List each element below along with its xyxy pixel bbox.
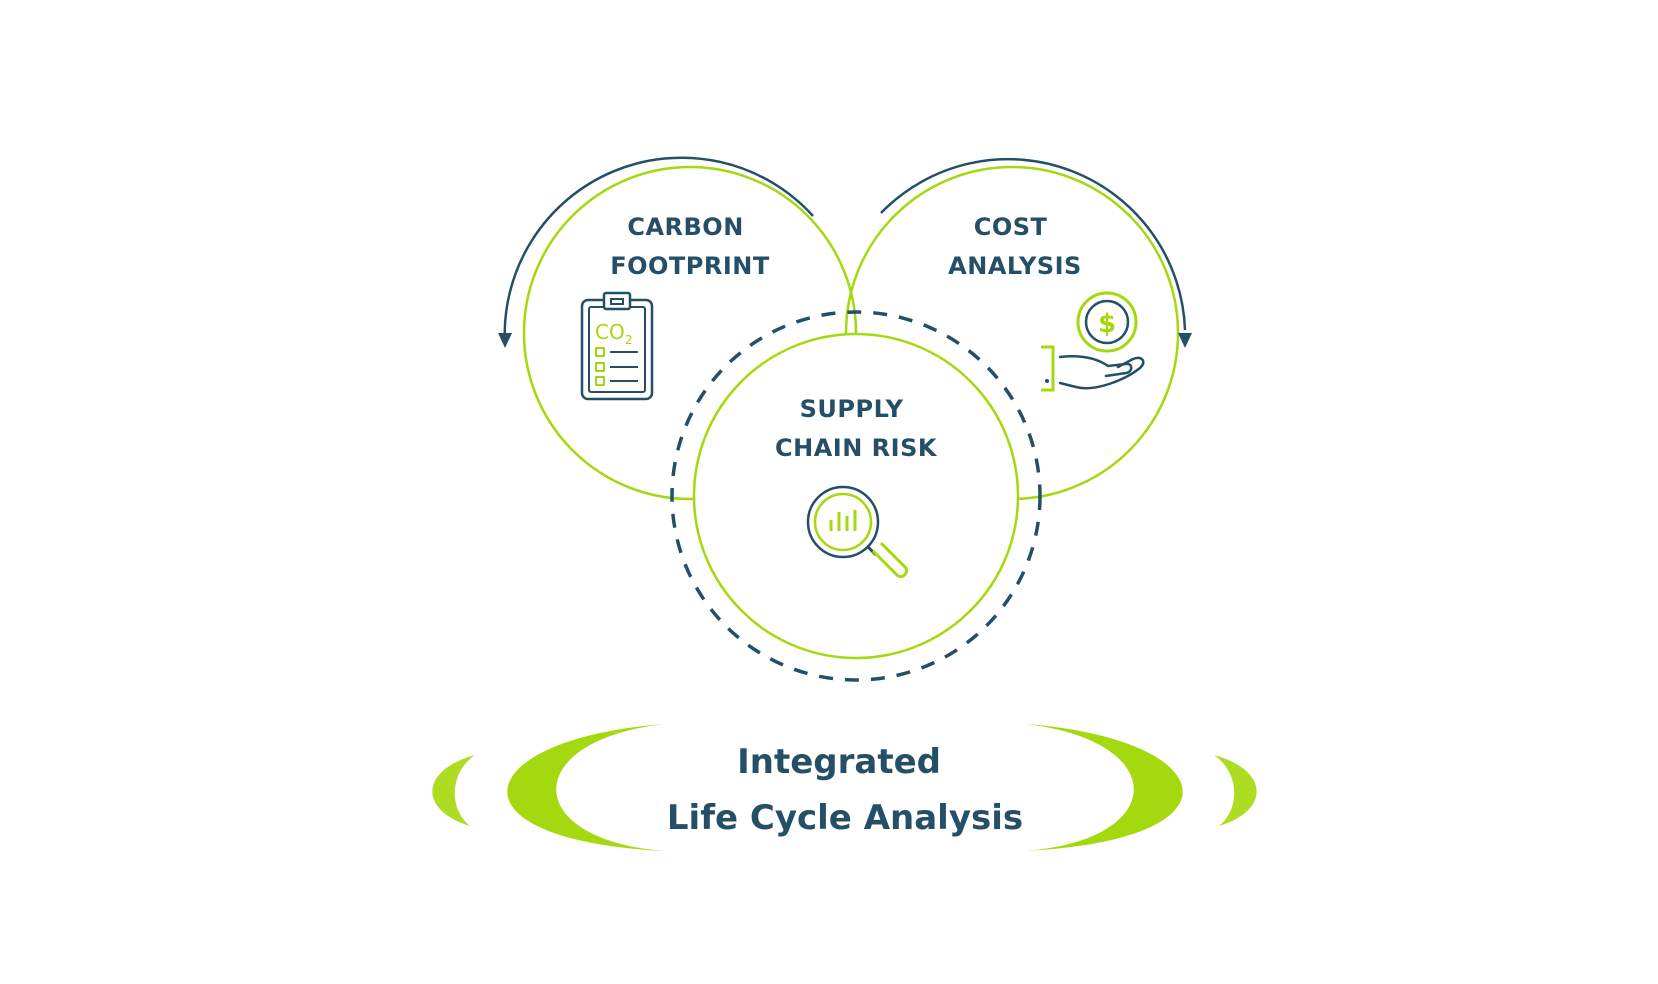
carbon-arrowhead-icon — [498, 333, 512, 348]
carbon-label-line2: FOOTPRINT — [610, 252, 770, 280]
integrated-swoosh — [432, 724, 1257, 851]
co2-text: CO — [595, 320, 625, 344]
dollar-sign-text: $ — [1098, 309, 1116, 339]
supply-chain-node: SUPPLY CHAIN RISK — [670, 310, 1042, 682]
co2-clipboard-icon: CO 2 — [580, 291, 654, 401]
swoosh-left-main — [507, 724, 665, 851]
diagram-title-line2: Life Cycle Analysis — [667, 798, 1023, 838]
swoosh-left-small — [432, 755, 475, 826]
swoosh-right-small — [1214, 755, 1257, 826]
svg-text:Integrated Life Cycle Anal: Integrated Life Cycle Analysis — [667, 742, 1023, 838]
diagram-title-line1: Integrated — [737, 742, 941, 782]
cost-arrowhead-icon — [1178, 333, 1192, 348]
carbon-cycle-arrow — [503, 156, 814, 346]
carbon-label-line1: CARBON — [627, 213, 743, 241]
magnifier-chart-icon — [806, 485, 909, 579]
svg-text:SUPPLY CHAIN RISK: SUPPLY CHAIN RISK — [775, 395, 938, 462]
svg-text:COST ANALYSIS: COST ANALYSIS — [948, 213, 1082, 280]
cost-label-line1: COST — [974, 213, 1048, 241]
cost-analysis-node: COST ANALYSIS $ — [844, 157, 1192, 501]
supply-label-line2: CHAIN RISK — [775, 434, 938, 462]
supply-chain-dashed-ring — [670, 310, 1042, 682]
cost-cycle-arrow — [880, 157, 1187, 331]
swoosh-right-main — [1025, 724, 1183, 851]
co2-subscript: 2 — [625, 333, 633, 347]
dollar-hand-icon: $ — [1041, 291, 1145, 392]
carbon-footprint-node: CARBON FOOTPRINT CO 2 — [498, 156, 858, 501]
supply-label-line1: SUPPLY — [800, 395, 904, 423]
cost-label-line2: ANALYSIS — [948, 252, 1082, 280]
svg-text:CARBON FOOTPRINT: CARBON FOOTPRINT — [610, 213, 770, 280]
